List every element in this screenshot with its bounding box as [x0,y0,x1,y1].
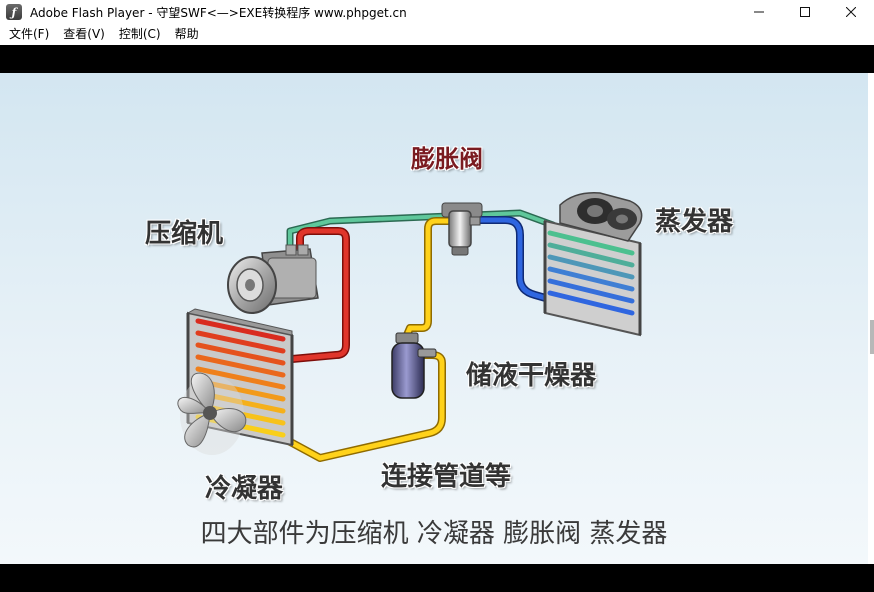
resize-grip[interactable] [870,320,874,354]
expansion-valve-label: 膨胀阀 [411,145,483,173]
maximize-icon [800,7,810,17]
condenser-label: 冷凝器 [205,474,284,504]
close-button[interactable] [828,0,874,24]
expansion-valve-unit [441,202,483,256]
close-icon [846,7,856,17]
flash-player-icon: ƒ [6,4,22,20]
scene-caption: 四大部件为压缩机 冷凝器 膨胀阀 蒸发器 [200,519,668,549]
evaporator-inlet-line [471,216,624,323]
menu-bar: 文件(F) 查看(V) 控制(C) 帮助 [0,24,874,45]
window-title: Adobe Flash Player - 守望SWF<—>EXE转换程序 www… [30,5,407,20]
connecting-pipes-label: 连接管道等 [381,462,512,492]
menu-view[interactable]: 查看(V) [63,27,105,41]
condenser-fan [177,372,247,455]
menu-help[interactable]: 帮助 [174,27,199,41]
menu-file[interactable]: 文件(F) [9,27,50,41]
receiver-drier-label: 储液干燥器 [466,361,597,391]
minimize-icon [754,11,764,13]
window-controls [736,0,874,24]
title-bar: ƒ Adobe Flash Player - 守望SWF<—>EXE转换程序 w… [0,0,874,24]
evaporator-coils [547,230,635,316]
compressor-unit [227,244,319,314]
receiver-drier-unit [391,332,437,399]
minimize-button[interactable] [736,0,782,24]
compressor-label: 压缩机 [145,219,224,249]
menu-control[interactable]: 控制(C) [118,27,161,41]
suction-line [286,209,557,252]
flash-stage: 膨胀阀 压缩机 蒸发器 储液干燥器 连接管道等 冷凝器 四大部件为压缩机 冷凝器… [0,45,874,592]
maximize-button[interactable] [782,0,828,24]
ac-system-scene: 膨胀阀 压缩机 蒸发器 储液干燥器 连接管道等 冷凝器 四大部件为压缩机 冷凝器… [0,73,868,564]
ac-system-diagram [177,192,643,462]
discharge-line [288,227,350,363]
evaporator-unit [543,192,643,337]
evaporator-label: 蒸发器 [655,207,734,237]
window-right-edge [868,73,874,564]
